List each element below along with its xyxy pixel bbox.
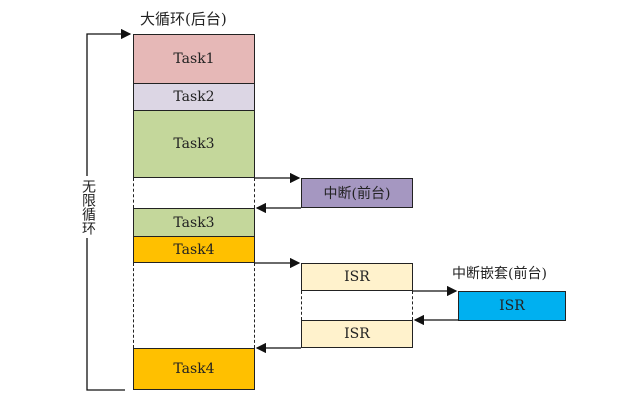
interrupt-gap xyxy=(133,178,255,208)
task4-resume-block: Task4 xyxy=(133,348,255,390)
infinite-loop-label: 无限循环 xyxy=(78,176,98,238)
isr-gap xyxy=(133,263,255,348)
task4-block: Task4 xyxy=(133,236,255,263)
task3-resume-block: Task3 xyxy=(133,208,255,237)
isr-block: ISR xyxy=(301,263,413,291)
main-loop-title: 大循环(后台) xyxy=(140,10,227,28)
nested-isr-block: ISR xyxy=(458,291,566,321)
nested-interrupt-label: 中断嵌套(前台) xyxy=(452,266,547,282)
interrupt-block: 中断(前台) xyxy=(301,178,413,208)
isr-resume-block: ISR xyxy=(301,320,413,348)
task1-block: Task1 xyxy=(133,34,255,84)
task2-block: Task2 xyxy=(133,83,255,111)
nested-gap xyxy=(301,291,413,320)
task3-block: Task3 xyxy=(133,110,255,178)
